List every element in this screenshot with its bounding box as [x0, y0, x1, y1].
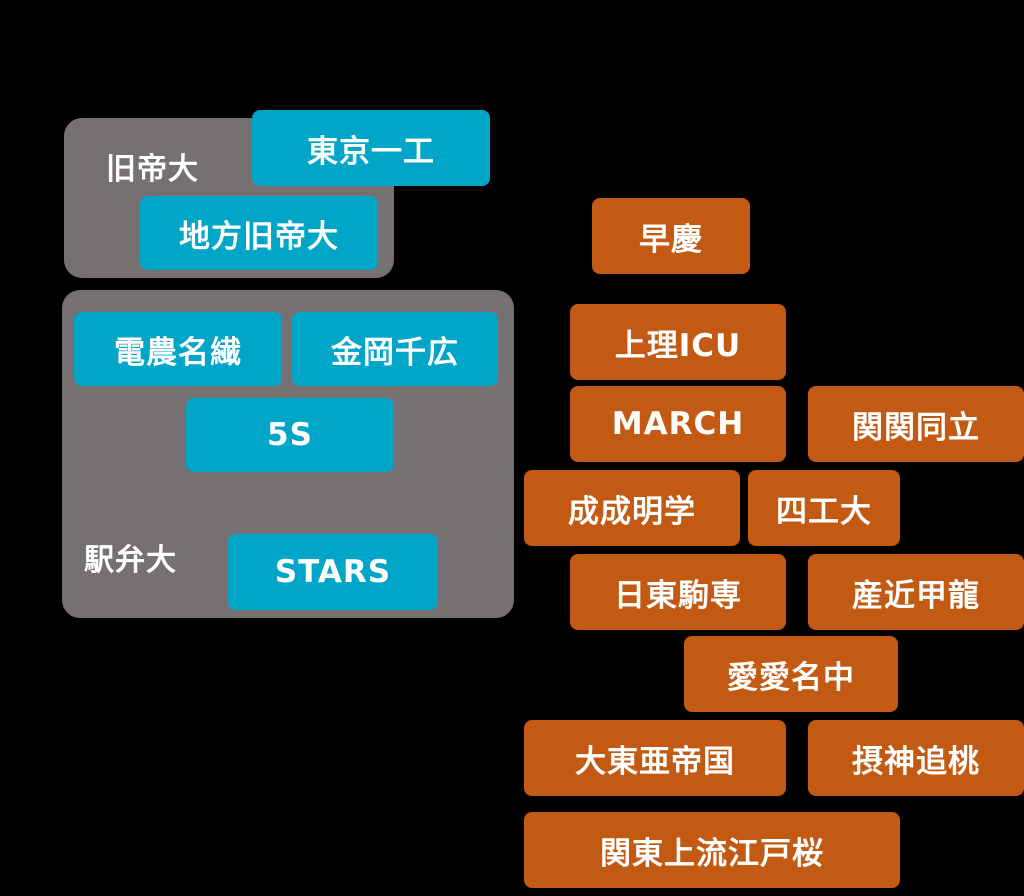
kinkou-senkou-box: 金岡千広: [292, 312, 498, 386]
jouri-icu-box: 上理ICU: [570, 304, 786, 380]
seisei-meigaku-box: 成成明学: [524, 470, 740, 546]
march-box: MARCH: [570, 386, 786, 462]
chiho-kyuteidai-box: 地方旧帝大: [140, 196, 378, 270]
sokei-box: 早慶: [592, 198, 750, 274]
stars-box: STARS: [228, 534, 438, 610]
nittou-komasen-box: 日東駒専: [570, 554, 786, 630]
five-s-box: 5S: [186, 398, 394, 472]
kankan-douritsu-box: 関関同立: [808, 386, 1024, 462]
sankin-kouryuu-box: 産近甲龍: [808, 554, 1024, 630]
shikoudai-box: 四工大: [748, 470, 900, 546]
ekiben-label: 駅弁大: [84, 543, 177, 578]
daitou-aateikoku-box: 大東亜帝国: [524, 720, 786, 796]
aiai-meichuu-box: 愛愛名中: [684, 636, 898, 712]
dennou-meishoku-box: 電農名繊: [74, 312, 282, 386]
kyuteidai-label: 旧帝大: [106, 152, 199, 187]
sesshin-tsuitou-box: 摂神追桃: [808, 720, 1024, 796]
tokyo-ichiko-box: 東京一工: [252, 110, 490, 186]
kantou-jouryuu-box: 関東上流江戸桜: [524, 812, 900, 888]
